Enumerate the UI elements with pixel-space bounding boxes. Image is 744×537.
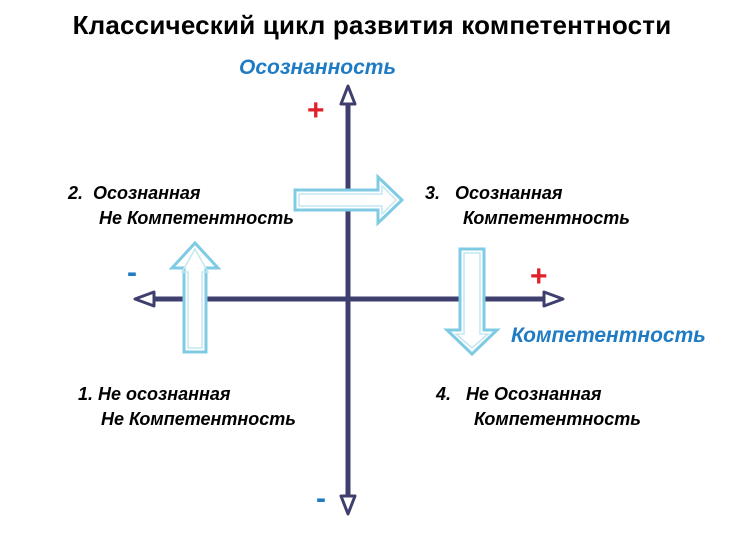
y-axis-label: Осознанность [239,56,396,79]
quadrant-1-label: 1. Не осознанная Не Компетентность [78,382,296,432]
quadrant-4-label: 4. Не Осознанная Компетентность [436,382,641,432]
quadrant-4-line1: Не Осознанная [466,384,602,404]
quadrant-4-number: 4. [436,384,452,404]
y-axis-plus-sign: + [307,94,325,127]
y-axis-top-arrowhead-icon [339,84,357,106]
quadrant-3-line1: Осознанная [455,183,563,203]
y-axis-minus-sign: - [316,482,326,515]
quadrant-2-line2: Не Компетентность [99,208,294,228]
quadrant-3-number: 3. [425,183,441,203]
right-arrow-icon [293,173,405,227]
quadrant-1-line1: Не осознанная [98,384,231,404]
quadrant-2-label: 2. Осознанная Не Компетентность [68,181,294,231]
quadrant-2-line1: Осознанная [93,183,201,203]
down-arrow-icon [443,247,501,357]
x-axis-minus-sign: - [127,256,137,289]
x-axis-left-arrowhead-icon [133,290,156,308]
y-axis-bottom-arrowhead-icon [339,494,357,516]
quadrant-4-line2: Компетентность [474,409,641,429]
up-arrow-icon [168,240,222,354]
x-axis-plus-sign: + [530,260,548,293]
quadrant-2-number: 2. [68,183,84,203]
quadrant-3-line2: Компетентность [463,208,630,228]
quadrant-1-number: 1. [78,384,94,404]
x-axis-label: Компетентность [511,324,706,347]
page-title: Классический цикл развития компетентност… [72,10,672,40]
quadrant-1-line2: Не Компетентность [101,409,296,429]
quadrant-3-label: 3. Осознанная Компетентность [425,181,630,231]
x-axis-right-arrowhead-icon [542,290,565,308]
